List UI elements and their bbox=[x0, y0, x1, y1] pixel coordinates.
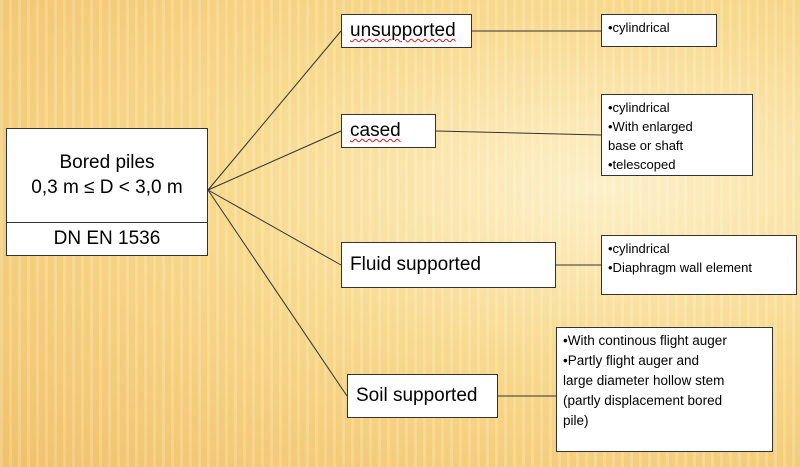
root-standard: DN EN 1536 bbox=[53, 228, 161, 249]
connector-root-cased bbox=[207, 130, 342, 191]
category-cased: cased bbox=[341, 114, 436, 148]
items-cased: •cylindrical •With enlarged base or shaf… bbox=[601, 94, 753, 176]
list-item: (partly displacement bored bbox=[563, 393, 723, 408]
category-label: unsupported bbox=[350, 20, 456, 41]
category-label: cased bbox=[350, 120, 401, 141]
category-label: Fluid supported bbox=[350, 254, 481, 275]
category-unsupported: unsupported bbox=[341, 14, 472, 48]
items-fluid-supported: •cylindrical •Diaphragm wall element bbox=[601, 235, 797, 295]
root-node bbox=[6, 128, 208, 256]
connector-cased-items bbox=[435, 130, 602, 136]
connector-root-unsupported bbox=[207, 30, 342, 191]
root-title: Bored piles bbox=[59, 152, 155, 173]
list-item: pile) bbox=[563, 413, 589, 428]
list-item: large diameter hollow stem bbox=[563, 373, 725, 388]
list-item: •telescoped bbox=[608, 157, 676, 172]
list-item: •Diaphragm wall element bbox=[608, 260, 753, 275]
list-item: •cylindrical bbox=[608, 241, 670, 256]
category-soil-supported: Soil supported bbox=[347, 374, 498, 418]
list-item: •cylindrical bbox=[608, 20, 670, 35]
root-divider bbox=[6, 222, 208, 223]
root-range: 0,3 m ≤ D < 3,0 m bbox=[31, 177, 183, 198]
list-item: •With enlarged bbox=[608, 119, 693, 134]
items-unsupported: •cylindrical bbox=[601, 14, 717, 47]
items-soil-supported: •With continous flight auger •Partly fli… bbox=[556, 327, 773, 452]
category-label: Soil supported bbox=[356, 385, 478, 406]
list-item: base or shaft bbox=[608, 138, 684, 153]
connector-root-fluid bbox=[207, 189, 342, 266]
list-item: •With continous flight auger bbox=[563, 333, 727, 348]
root-node-header: Bored piles 0,3 m ≤ D < 3,0 m bbox=[6, 128, 208, 222]
category-fluid-supported: Fluid supported bbox=[341, 242, 556, 288]
connector-root-soil bbox=[207, 189, 348, 397]
list-item: •Partly flight auger and bbox=[563, 353, 700, 368]
list-item: •cylindrical bbox=[608, 100, 670, 115]
